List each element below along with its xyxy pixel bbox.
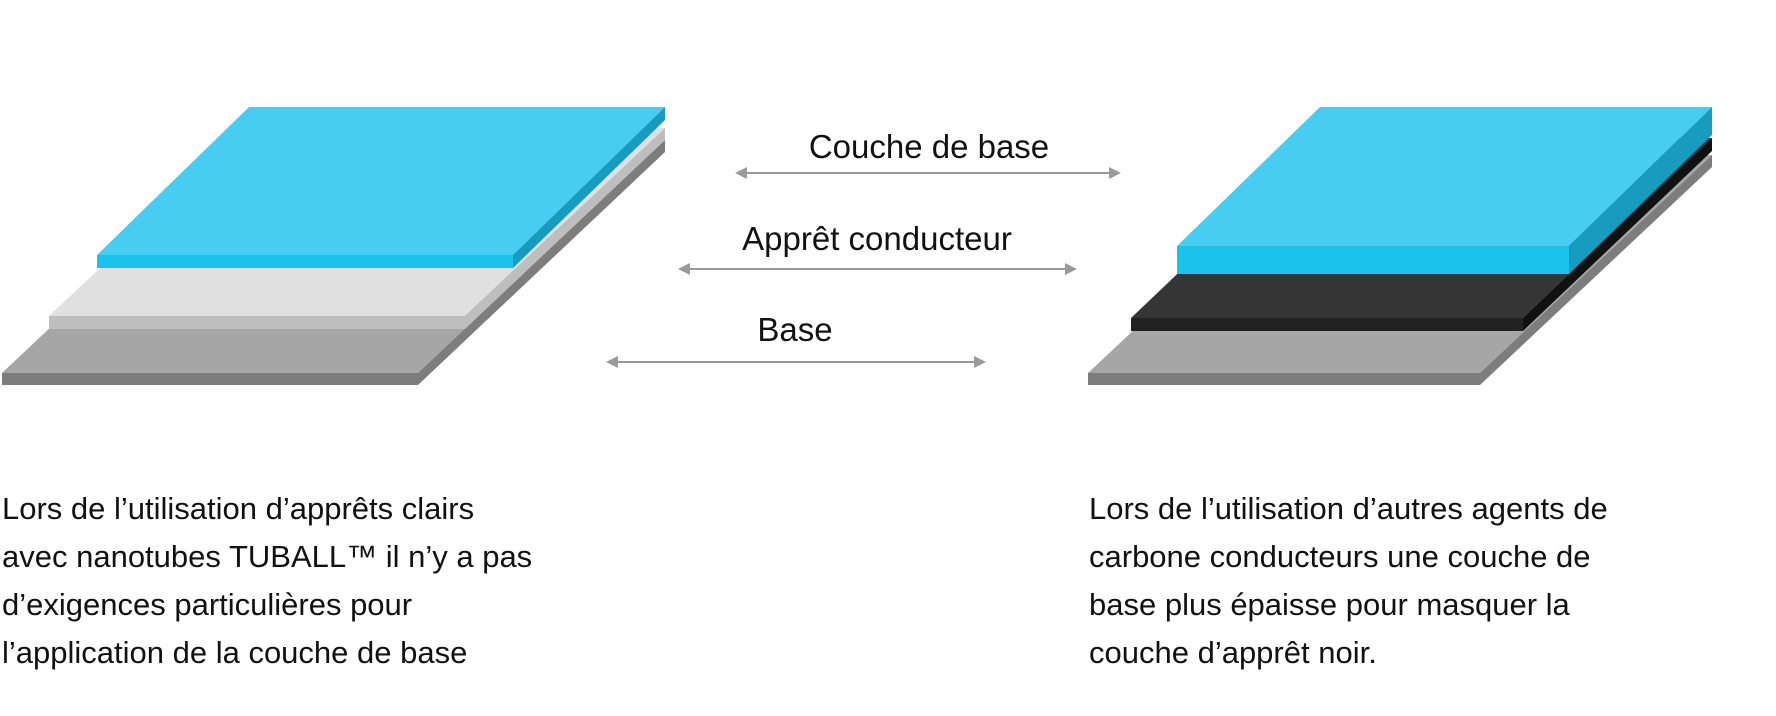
caption-left-line: Lors de l’utilisation d’apprêts clairs bbox=[2, 491, 475, 526]
left-top-coat-layer bbox=[97, 107, 665, 268]
primer-label-group: Apprêt conducteur bbox=[678, 220, 1077, 275]
substrate-label: Base bbox=[757, 311, 832, 348]
caption-right-line: carbone conducteurs une couche de bbox=[1089, 539, 1591, 574]
caption-right-line: Lors de l’utilisation d’autres agents de bbox=[1089, 491, 1608, 526]
right-top-coat-layer bbox=[1177, 107, 1712, 274]
caption-clear-primer: Lors de l’utilisation d’apprêts clairs a… bbox=[2, 485, 532, 677]
top-coat-arrow bbox=[735, 167, 1121, 179]
left-layer-stack bbox=[2, 107, 665, 385]
top-coat-label: Couche de base bbox=[809, 128, 1049, 165]
caption-left-line: l’application de la couche de base bbox=[2, 635, 468, 670]
caption-left-line: d’exigences particulières pour bbox=[2, 587, 413, 622]
top-coat-label-group: Couche de base bbox=[735, 128, 1121, 179]
caption-black-primer: Lors de l’utilisation d’autres agents de… bbox=[1089, 485, 1608, 677]
primer-arrow bbox=[678, 263, 1077, 275]
substrate-label-group: Base bbox=[606, 311, 986, 368]
right-layer-stack bbox=[1088, 107, 1712, 385]
caption-left-line: avec nanotubes TUBALL™ il n’y a pas bbox=[2, 539, 533, 574]
primer-label: Apprêt conducteur bbox=[742, 220, 1012, 257]
caption-right-line: base plus épaisse pour masquer la bbox=[1089, 587, 1570, 622]
substrate-arrow bbox=[606, 356, 986, 368]
caption-right-line: couche d’apprêt noir. bbox=[1089, 635, 1377, 670]
